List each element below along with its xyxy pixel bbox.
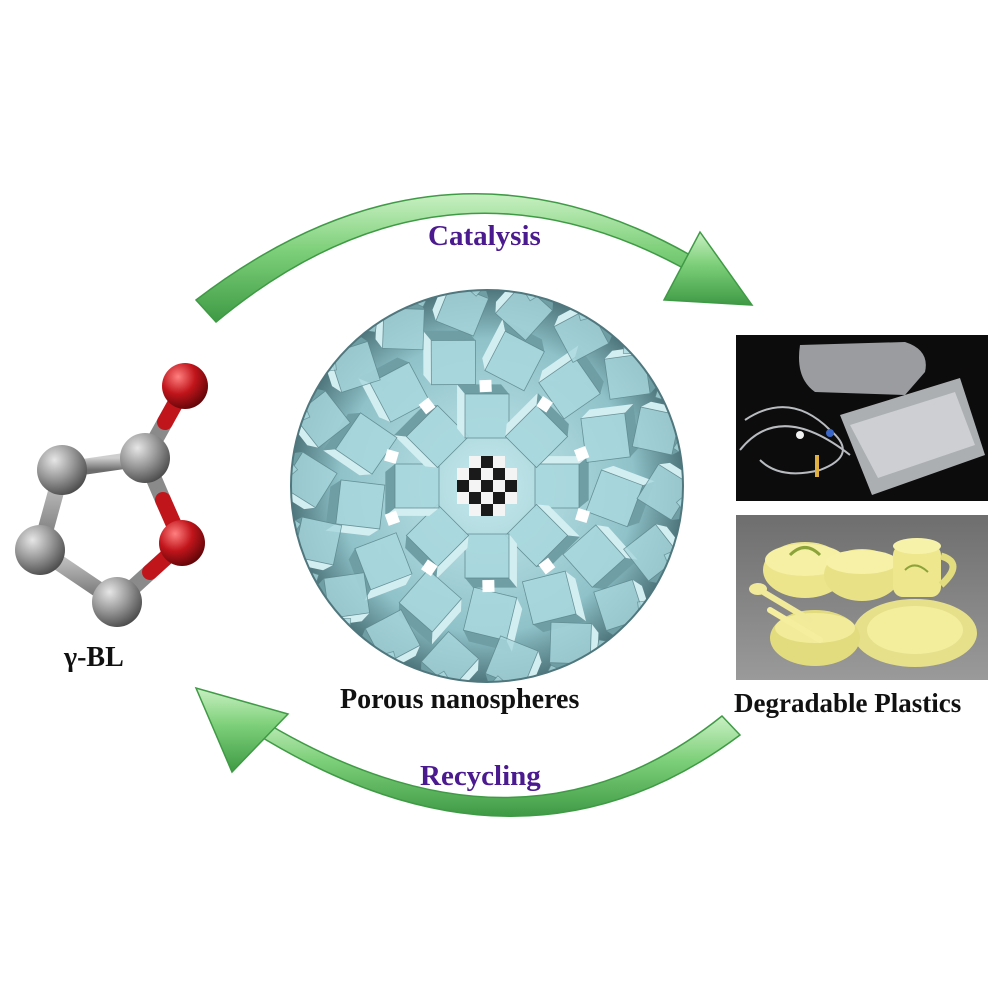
oxygen-atom: [162, 363, 208, 409]
carbon-atom: [15, 525, 65, 575]
carbon-atom: [37, 445, 87, 495]
porous-nanospheres-label: Porous nanospheres: [340, 684, 580, 715]
porous-nanosphere: [290, 289, 684, 683]
recycling-label: Recycling: [420, 760, 541, 792]
carbon-atom: [92, 577, 142, 627]
catalysis-label: Catalysis: [428, 220, 541, 252]
photo-tableware: [736, 515, 988, 680]
curved-arrow-right-icon: [194, 193, 754, 324]
curved-arrow-left-icon: [194, 686, 742, 817]
photo-iv-bags: [736, 335, 988, 501]
gbl-label: γ-BL: [64, 642, 124, 673]
gbl-molecule: [15, 363, 208, 627]
degradable-plastics-label: Degradable Plastics: [734, 688, 962, 718]
oxygen-atom: [159, 520, 205, 566]
carbon-atom: [120, 433, 170, 483]
